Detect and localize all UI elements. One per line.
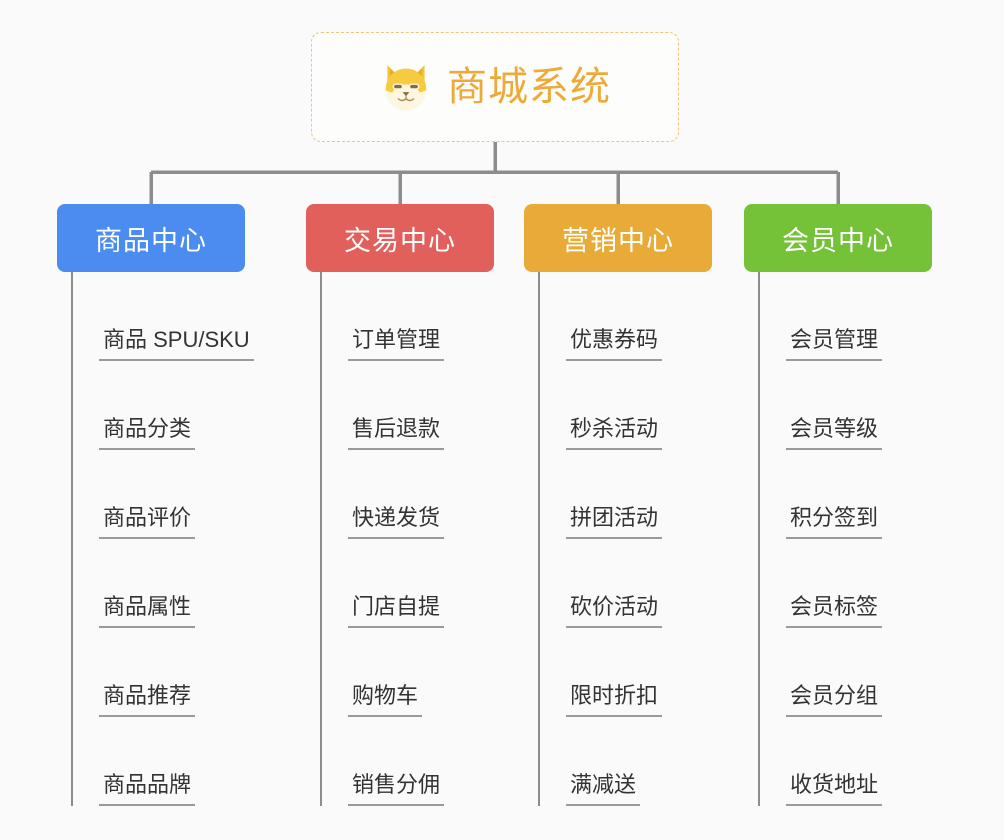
branch-items-0: 商品 SPU/SKU 商品分类 商品评价 商品属性 商品推荐 商品品牌 (71, 272, 313, 806)
leaf-node[interactable]: 商品 SPU/SKU (73, 272, 313, 361)
leaf-label: 收货地址 (786, 771, 883, 806)
branch-column-2: 营销中心 优惠券码 秒杀活动 拼团活动 砍价活动 限时折扣 满减送 (524, 204, 755, 806)
branch-column-1: 交易中心 订单管理 售后退款 快递发货 门店自提 购物车 销售分佣 (306, 204, 537, 806)
leaf-label: 会员等级 (786, 415, 883, 450)
leaf-node[interactable]: 限时折扣 (540, 628, 755, 717)
leaf-label: 购物车 (348, 682, 423, 717)
leaf-node[interactable]: 会员标签 (760, 539, 975, 628)
leaf-node[interactable]: 商品推荐 (73, 628, 313, 717)
branch-header-1[interactable]: 交易中心 (306, 204, 494, 272)
branch-header-2[interactable]: 营销中心 (524, 204, 712, 272)
leaf-label: 会员标签 (786, 593, 883, 628)
leaf-label: 售后退款 (348, 415, 445, 450)
leaf-label: 限时折扣 (566, 682, 663, 717)
leaf-label: 拼团活动 (566, 504, 663, 539)
leaf-label: 商品推荐 (99, 682, 196, 717)
leaf-node[interactable]: 商品属性 (73, 539, 313, 628)
leaf-node[interactable]: 砍价活动 (540, 539, 755, 628)
leaf-node[interactable]: 订单管理 (322, 272, 537, 361)
leaf-label: 秒杀活动 (566, 415, 663, 450)
leaf-node[interactable]: 会员管理 (760, 272, 975, 361)
leaf-label: 会员管理 (786, 326, 883, 361)
leaf-node[interactable]: 拼团活动 (540, 450, 755, 539)
leaf-label: 订单管理 (348, 326, 445, 361)
leaf-node[interactable]: 秒杀活动 (540, 361, 755, 450)
leaf-node[interactable]: 商品评价 (73, 450, 313, 539)
leaf-label: 优惠券码 (566, 326, 663, 361)
leaf-label: 满减送 (566, 771, 641, 806)
leaf-node[interactable]: 商品分类 (73, 361, 313, 450)
leaf-label: 门店自提 (348, 593, 445, 628)
leaf-label: 商品分类 (99, 415, 196, 450)
branch-header-0[interactable]: 商品中心 (57, 204, 245, 272)
leaf-node[interactable]: 会员等级 (760, 361, 975, 450)
leaf-node[interactable]: 收货地址 (760, 717, 975, 806)
leaf-node[interactable]: 会员分组 (760, 628, 975, 717)
leaf-label: 商品评价 (99, 504, 196, 539)
leaf-label: 积分签到 (786, 504, 883, 539)
leaf-label: 会员分组 (786, 682, 883, 717)
root-title: 商城系统 (447, 65, 611, 109)
leaf-node[interactable]: 销售分佣 (322, 717, 537, 806)
branch-header-label: 商品中心 (95, 225, 207, 256)
branch-header-label: 交易中心 (344, 225, 456, 256)
root-node[interactable]: 商城系统 (311, 32, 679, 142)
leaf-node[interactable]: 购物车 (322, 628, 537, 717)
branch-header-3[interactable]: 会员中心 (744, 204, 932, 272)
leaf-node[interactable]: 快递发货 (322, 450, 537, 539)
leaf-node[interactable]: 商品品牌 (73, 717, 313, 806)
leaf-label: 商品品牌 (99, 771, 196, 806)
branch-column-0: 商品中心 商品 SPU/SKU 商品分类 商品评价 商品属性 商品推荐 商品品牌 (57, 204, 313, 806)
branch-items-2: 优惠券码 秒杀活动 拼团活动 砍价活动 限时折扣 满减送 (538, 272, 755, 806)
branch-header-label: 营销中心 (562, 225, 674, 256)
leaf-label: 快递发货 (348, 504, 445, 539)
leaf-node[interactable]: 满减送 (540, 717, 755, 806)
leaf-label: 商品属性 (99, 593, 196, 628)
leaf-node[interactable]: 门店自提 (322, 539, 537, 628)
leaf-node[interactable]: 积分签到 (760, 450, 975, 539)
leaf-node[interactable]: 优惠券码 (540, 272, 755, 361)
branch-column-3: 会员中心 会员管理 会员等级 积分签到 会员标签 会员分组 收货地址 (744, 204, 975, 806)
shiba-dog-face-icon (385, 65, 427, 111)
branch-header-label: 会员中心 (782, 225, 894, 256)
leaf-node[interactable]: 售后退款 (322, 361, 537, 450)
branch-items-3: 会员管理 会员等级 积分签到 会员标签 会员分组 收货地址 (758, 272, 975, 806)
leaf-label: 砍价活动 (566, 593, 663, 628)
leaf-label: 销售分佣 (348, 771, 445, 806)
leaf-label: 商品 SPU/SKU (99, 326, 254, 361)
branch-items-1: 订单管理 售后退款 快递发货 门店自提 购物车 销售分佣 (320, 272, 537, 806)
